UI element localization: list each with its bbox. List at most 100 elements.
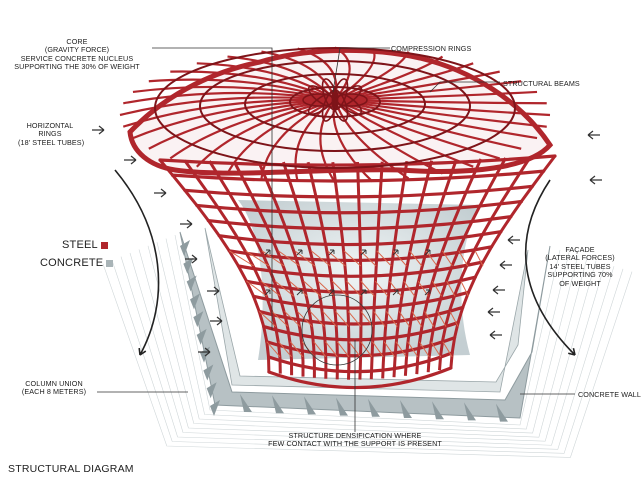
label-horizontal-rings: HORIZONTAL RINGS (18' STEEL TUBES) [18,121,85,147]
diagonal-brace [335,311,350,327]
diagonal-brace [376,250,392,267]
lateral-force-arrow-icon [92,125,105,135]
diagonal-brace [418,341,430,358]
diagonal-brace [398,311,410,327]
structural-beam [148,98,336,150]
facade-tube [438,156,532,371]
compression-ring [289,86,381,118]
facade-tube [392,160,434,378]
column-union [190,293,200,310]
diagonal-brace [258,311,277,327]
diagonal-brace [360,311,374,327]
densification-marker [301,294,373,366]
diagonal-brace [425,250,438,267]
diagonal-brace [261,250,285,267]
diagonal-brace [278,341,292,358]
column-union [304,396,316,415]
structural-beam [132,98,336,140]
structural-beam [334,80,522,102]
diagonal-brace [284,311,301,327]
structural-beam [122,98,336,128]
diagonal-brace [436,311,447,327]
rosette-petal [302,93,336,107]
column-union [183,257,194,274]
contour-line [147,245,588,438]
diagonal-brace [346,280,362,297]
facade-tube [208,160,294,376]
diagonal-brace [460,280,469,297]
thrust-arrow-icon [392,289,399,296]
column-union [210,400,220,416]
facade-tube [369,161,384,380]
column-union [186,275,197,292]
label-concrete-wall: CONCRETE WALL [578,390,641,399]
facade-tube [232,160,305,377]
contour-line [174,234,561,426]
structural-beam [334,98,501,160]
column-union [193,311,204,328]
leader-structural-beams [429,81,500,93]
thrust-arrow-icon [424,249,431,256]
concrete-base [102,227,633,458]
lateral-force-arrow-icon [507,235,520,245]
facade-tube [415,158,483,375]
compression-ring [244,73,426,135]
facade-tube [403,159,458,376]
thrust-arrow-icon [264,289,271,296]
thrust-arrow-icon [328,289,335,296]
annotation-lines [92,47,602,432]
column-union [432,401,444,420]
lateral-force-arrow-icon [499,260,512,270]
column-union [203,364,214,381]
lateral-force-arrow-icon [185,254,198,264]
diagonal-brace [372,341,384,358]
diagonal-brace [373,311,386,327]
thrust-arrow-icon [296,249,303,256]
facade-tube [158,159,271,373]
horizontal-ring [267,366,453,390]
lateral-force-arrow-icon [487,307,500,317]
contour-line [120,256,615,450]
column-union [464,402,476,421]
structural-beam [123,91,336,105]
diagonal-brace [395,341,407,358]
diagonal-brace [386,311,398,327]
column-union [196,328,207,345]
diagonal-brace [383,341,396,358]
lateral-force-arrow-icon [587,130,600,140]
diagonal-brace [245,250,270,267]
legend-concrete: CONCRETE [40,257,114,269]
diagonal-brace [246,280,268,297]
diagonal-brace [271,311,289,327]
structural-beam [294,99,336,182]
diagonal-brace [289,341,304,358]
lateral-force-arrow-icon [589,175,602,185]
lateral-force-arrow-icon [124,155,137,165]
diagram-title: STRUCTURAL DIAGRAM [8,463,134,475]
thrust-arrow-icon [392,249,399,256]
thrust-arrow-icon [296,289,303,296]
structural-beam [334,98,547,105]
legend-swatch-concrete [106,259,114,267]
diagonal-brace [309,311,325,327]
legend-steel: STEEL [62,239,108,251]
thrust-arrow-icon [328,249,335,256]
label-facade: FAÇADE (LATERAL FORCES) 14' STEEL TUBES … [545,245,615,288]
gravity-arrow-left [114,169,160,356]
contour-line [102,263,633,458]
contour-line [156,242,579,434]
rosette-petal [333,85,363,108]
lateral-force-arrow-icon [207,286,220,296]
diagonal-brace [317,280,335,297]
rosette-petal [331,78,349,111]
diagonal-brace [303,280,322,297]
lateral-force-arrow-icon [489,330,502,340]
structural-beam [119,96,336,117]
diagonal-brace [392,250,407,267]
facade-tube [331,161,351,380]
diagonal-brace [407,341,419,358]
diagonal-brace [446,280,456,297]
diagonal-brace [229,250,254,267]
legend-swatch-steel [100,241,108,249]
